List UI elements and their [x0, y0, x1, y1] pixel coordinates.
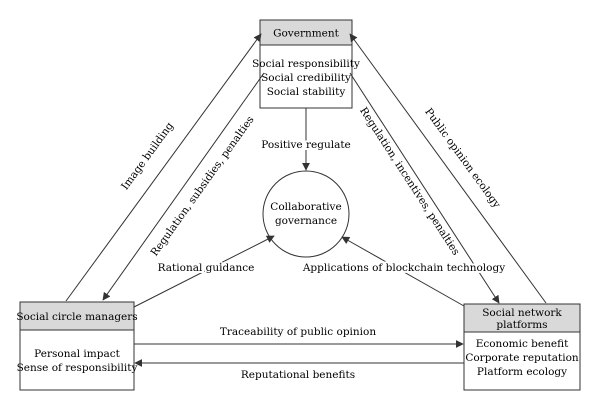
- platforms-title-1: Social network: [482, 307, 562, 319]
- managers-header: [19, 301, 135, 331]
- arrow-image-building: [65, 33, 262, 302]
- government-line-3: Social stability: [267, 86, 346, 98]
- managers-node: Social circle managers Personal impact S…: [16, 301, 138, 391]
- platforms-header: [463, 303, 581, 333]
- government-title: Government: [273, 28, 340, 40]
- label-blockchain: Applications of blockchain technology: [302, 262, 505, 274]
- label-reputational-benefits: Reputational benefits: [241, 369, 355, 381]
- government-header: [259, 19, 353, 46]
- label-rational-guidance: Rational guidance: [158, 262, 255, 274]
- platforms-node: Social network platforms Economic benefi…: [463, 303, 581, 391]
- platforms-title-2: platforms: [496, 319, 547, 331]
- label-public-opinion-ecology: Public opinion ecology: [422, 106, 502, 210]
- platforms-line-2: Corporate reputation: [465, 352, 579, 364]
- arrow-regulation-left: [102, 72, 265, 301]
- platforms-line-1: Economic benefit: [476, 338, 569, 350]
- government-line-2: Social credibility: [261, 72, 351, 84]
- label-traceability: Traceability of public opinion: [220, 326, 376, 338]
- arrow-regulation-right: [349, 72, 500, 304]
- center-line-1: Collaborative: [270, 201, 341, 213]
- center-line-2: governance: [275, 215, 337, 227]
- arrow-blockchain: [341, 236, 465, 307]
- platforms-line-3: Platform ecology: [477, 366, 567, 378]
- government-line-1: Social responsibility: [252, 58, 360, 70]
- label-image-building: Image building: [119, 120, 176, 192]
- managers-line-1: Personal impact: [34, 348, 120, 360]
- government-node: Government Social responsibility Social …: [252, 19, 360, 109]
- managers-line-2: Sense of responsibility: [17, 362, 138, 374]
- managers-title: Social circle managers: [16, 311, 137, 323]
- arrow-rational-guidance: [133, 235, 275, 308]
- collaborative-governance-node: Collaborative governance: [262, 170, 350, 258]
- label-positive-regulate: Positive regulate: [261, 139, 351, 151]
- arrow-public-opinion-ecology: [349, 33, 547, 304]
